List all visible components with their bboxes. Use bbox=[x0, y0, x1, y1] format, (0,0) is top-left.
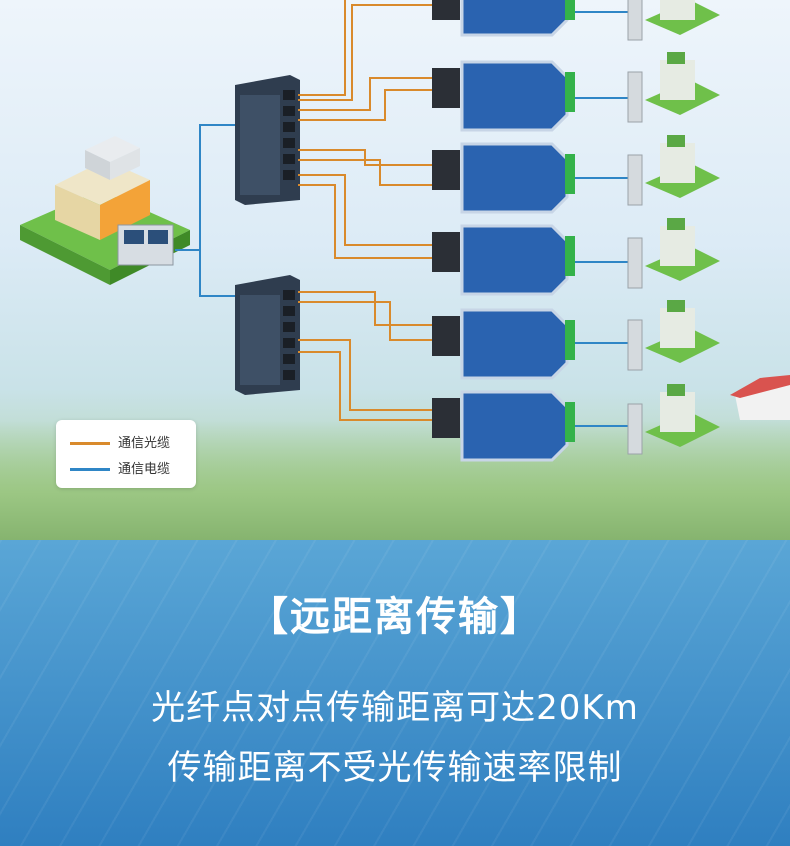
media-converters bbox=[432, 0, 575, 462]
control-center-building bbox=[20, 136, 190, 285]
fiber-lines bbox=[298, 0, 440, 421]
terminal-cables bbox=[575, 11, 628, 427]
legend-item-cable: 通信电缆 bbox=[70, 458, 170, 477]
legend-item-fiber: 通信光缆 bbox=[70, 432, 170, 451]
fiber-switch-lower bbox=[235, 275, 300, 395]
legend-box: 通信光缆 通信电缆 bbox=[56, 420, 196, 488]
network-diagram-area: 通信光缆 通信电缆 bbox=[0, 0, 790, 540]
topology-diagram bbox=[20, 0, 790, 462]
legend-cable-label: 通信电缆 bbox=[118, 462, 171, 477]
background-house bbox=[730, 375, 790, 420]
banner-title: 【远距离传输】 bbox=[248, 594, 542, 640]
cable-swatch bbox=[70, 468, 110, 471]
info-banner: 【远距离传输】 光纤点对点传输距离可达20Km 传输距离不受光传输速率限制 bbox=[0, 540, 790, 846]
cable-lines bbox=[175, 124, 235, 297]
remote-buildings bbox=[627, 0, 720, 455]
banner-line-1: 光纤点对点传输距离可达20Km bbox=[151, 688, 639, 728]
fiber-swatch bbox=[70, 442, 110, 445]
fiber-switch-upper bbox=[235, 75, 300, 205]
banner-line-2: 传输距离不受光传输速率限制 bbox=[167, 748, 623, 788]
legend-fiber-label: 通信光缆 bbox=[118, 436, 171, 451]
